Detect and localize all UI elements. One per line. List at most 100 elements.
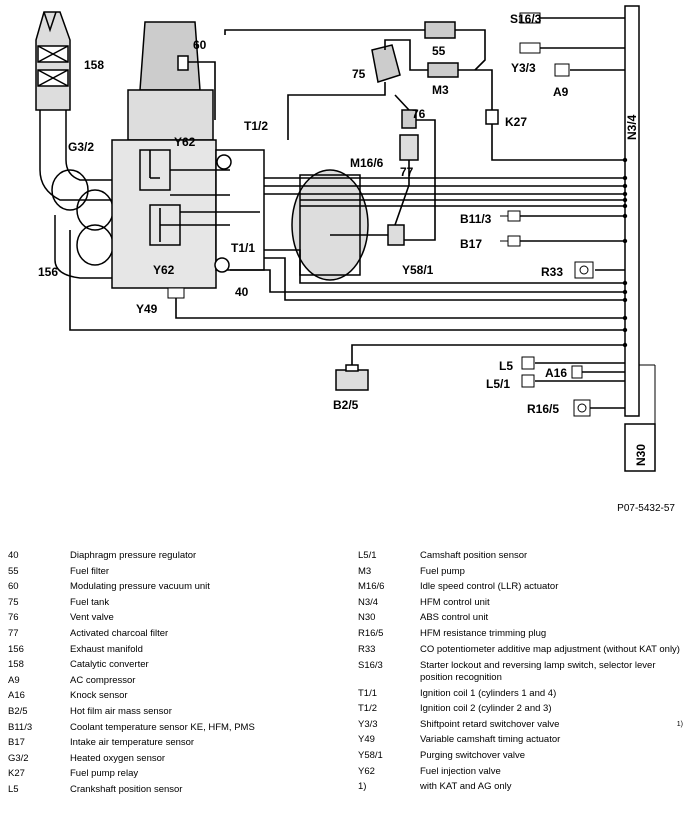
legend-row: Y62 Fuel injection valve <box>358 764 683 780</box>
legend-description: with KAT and AG only <box>420 781 512 793</box>
label-b2-5: B2/5 <box>333 398 359 412</box>
legend-row: 158 Catalytic converter <box>8 657 328 673</box>
label-y49: Y49 <box>136 302 158 316</box>
legend-description: Fuel pump relay <box>70 768 139 780</box>
knock-sensor-a16 <box>571 365 583 379</box>
wiring-harness <box>69 17 625 409</box>
label-40: 40 <box>235 285 249 299</box>
legend-code: 55 <box>8 565 19 577</box>
legend-description: Hot film air mass sensor <box>70 705 172 717</box>
intake-air-temp-sensor-b17 <box>500 235 521 247</box>
legend-description: Ignition coil 2 (cylinder 2 and 3) <box>420 703 552 715</box>
air-mass-sensor-b2-5 <box>335 364 369 391</box>
label-55: 55 <box>432 44 446 58</box>
fuel-pump-relay-k27 <box>485 109 499 125</box>
shiftpoint-valve-y3-3 <box>554 63 570 77</box>
switch-s16-3 <box>519 12 541 24</box>
legend-code: G3/2 <box>8 752 29 764</box>
legend-row: B2/5 Hot film air mass sensor <box>8 704 328 720</box>
legend-description: Coolant temperature sensor KE, HFM, PMS <box>70 721 255 733</box>
legend-code: N3/4 <box>358 596 379 608</box>
legend-row: 1)with KAT and AG only <box>358 779 683 795</box>
legend-row: L5/1 Camshaft position sensor <box>358 548 683 564</box>
diaphragm-regulator-top <box>216 154 232 170</box>
label-t1-1: T1/1 <box>231 241 255 255</box>
legend-code: T1/1 <box>358 687 378 699</box>
legend-code: Y62 <box>358 765 375 777</box>
label-g3-2: G3/2 <box>68 140 94 154</box>
legend-code: K27 <box>8 768 25 780</box>
connector-dots <box>622 157 628 348</box>
purging-switchover-valve-y58-1 <box>387 224 405 246</box>
legend-code: M16/6 <box>358 581 385 593</box>
legend-description: Starter lockout and reversing lamp switc… <box>420 659 656 683</box>
coolant-temp-sensor-b11-3 <box>500 210 521 222</box>
legend-description: Camshaft position sensor <box>420 550 528 561</box>
label-n3-4: N3/4 <box>625 114 639 140</box>
legend-code: A9 <box>8 674 20 686</box>
legend-code: B2/5 <box>8 705 28 717</box>
legend-code: L5/1 <box>358 550 377 561</box>
catalytic-converter-158 <box>35 11 71 111</box>
legend-description: HFM resistance trimming plug <box>420 627 547 639</box>
legend-code: 40 <box>8 550 19 561</box>
label-l5: L5 <box>499 359 513 373</box>
engine-block <box>111 139 265 289</box>
label-76: 76 <box>412 107 426 121</box>
legend-code: Y49 <box>358 734 375 746</box>
legend-code: R33 <box>358 643 376 655</box>
legend-code: B11/3 <box>8 721 33 733</box>
legend-description: Vent valve <box>70 612 114 624</box>
figure-code: P07-5432-57 <box>617 503 675 514</box>
label-l5-1: L5/1 <box>486 377 510 391</box>
label-158: 158 <box>84 58 104 72</box>
legend-description: Fuel injection valve <box>420 765 501 777</box>
legend-description: Intake air temperature sensor <box>70 737 195 749</box>
legend-code: 156 <box>8 643 24 655</box>
camshaft-sensor-l5-1 <box>521 374 535 388</box>
legend-description: Catalytic converter <box>70 659 149 671</box>
legend-row: Y49 Variable camshaft timing actuator <box>358 732 683 748</box>
legend-row: K27 Fuel pump relay <box>8 766 328 782</box>
label-s16-3: S16/3 <box>510 12 542 26</box>
legend-description: Activated charcoal filter <box>70 627 169 639</box>
legend-description: Variable camshaft timing actuator <box>420 734 561 746</box>
legend-description: Shiftpoint retard switchover valve <box>420 718 560 730</box>
fuel-pump-m3 <box>427 62 475 78</box>
diaphragm-regulator-40 <box>214 257 230 273</box>
label-k27: K27 <box>505 115 527 129</box>
legend-code: 77 <box>8 627 19 639</box>
trimming-plug-r16-5 <box>573 399 591 417</box>
legend-code: 158 <box>8 659 24 671</box>
legend-description: Heated oxygen sensor <box>70 752 166 764</box>
variable-camshaft-actuator-y49 <box>167 287 185 299</box>
legend-code: S16/3 <box>358 659 383 671</box>
legend-description: Fuel pump <box>420 565 465 577</box>
label-y62-bottom: Y62 <box>153 263 175 277</box>
label-m16-6: M16/6 <box>350 156 384 170</box>
legend-description: Idle speed control (LLR) actuator <box>420 581 559 593</box>
throttle-body <box>291 169 369 281</box>
legend-row: M16/6 Idle speed control (LLR) actuator <box>358 579 683 595</box>
legend-description: Purging switchover valve <box>420 749 526 761</box>
label-77: 77 <box>400 165 414 179</box>
label-y58-1: Y58/1 <box>402 263 434 277</box>
legend-description: AC compressor <box>70 674 136 686</box>
legend-code: A16 <box>8 690 25 702</box>
legend-row: S16/3 Starter lockout and reversing lamp … <box>358 658 683 686</box>
intake-manifold <box>127 21 214 141</box>
